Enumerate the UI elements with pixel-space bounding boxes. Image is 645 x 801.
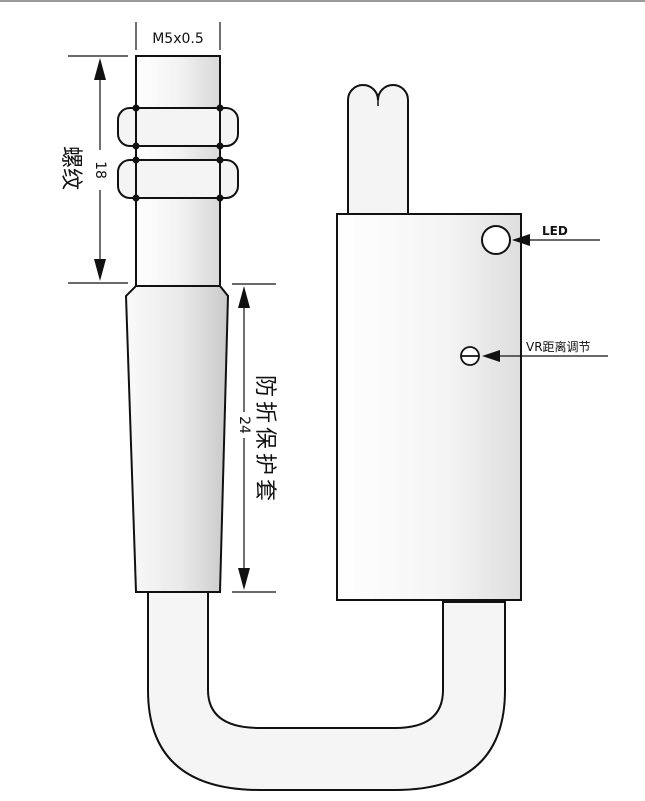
- vr-label: VR距离调节: [526, 339, 591, 354]
- led-label: LED: [542, 224, 568, 238]
- sleeve-length-dimension: [232, 283, 276, 593]
- thread-label: 螺纹: [58, 146, 83, 190]
- amplifier-box: [336, 213, 522, 601]
- thread-size-dimension: [135, 22, 221, 50]
- vr-callout-arrow: [482, 350, 608, 362]
- sleeve-label: 防折保护套: [252, 375, 277, 505]
- sleeve-length-value: 24: [236, 416, 252, 434]
- anti-bend-sleeve: [124, 285, 230, 593]
- cable-loop: [147, 587, 506, 791]
- hex-nut-upper: [117, 107, 239, 147]
- thread-length-dimension: [68, 55, 128, 284]
- nut-corner-dots: [132, 104, 224, 202]
- led-indicator: [481, 225, 511, 255]
- thread-length-value: 18: [92, 161, 108, 179]
- thread-size-label: M5x0.5: [152, 31, 204, 47]
- hex-nut-lower: [117, 159, 239, 199]
- led-callout-arrow: [512, 234, 600, 246]
